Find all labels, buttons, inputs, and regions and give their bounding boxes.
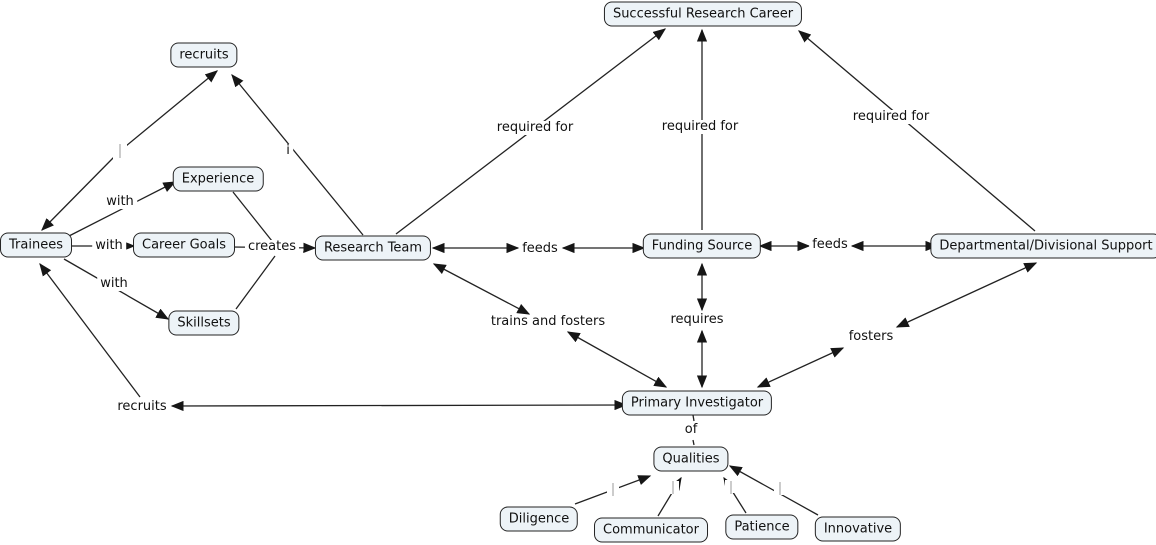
node-career-goals[interactable]: Career Goals xyxy=(133,232,235,258)
edge-label-of[interactable]: of xyxy=(681,423,701,437)
node-experience[interactable]: Experience xyxy=(172,166,264,192)
edge-pi-of-dash-a xyxy=(692,414,695,422)
node-successful-research-career[interactable]: Successful Research Career xyxy=(603,1,803,27)
node-funding-source[interactable]: Funding Source xyxy=(642,233,762,259)
node-departmental-divisional-support[interactable]: Departmental/Divisional Support xyxy=(930,233,1156,259)
edge-label-required-for-funding[interactable]: required for xyxy=(658,120,742,134)
edge-fosters-dept-line xyxy=(895,262,1038,328)
edge-label-with-skillsets[interactable]: with xyxy=(97,277,131,291)
edge-of-qualities-dash-b xyxy=(692,439,695,446)
edge-recruits-trainees-line xyxy=(39,262,141,398)
edge-label-required-for-dept[interactable]: required for xyxy=(849,110,933,124)
edge-label-trains-and-fosters[interactable]: trains and fosters xyxy=(487,315,609,329)
empty-label-ticks xyxy=(113,143,786,496)
node-skillsets[interactable]: Skillsets xyxy=(168,310,240,336)
edge-skillsets-creates-line xyxy=(235,255,276,310)
edge-research-team-recruits-line xyxy=(231,73,364,236)
edge-experience-creates-line xyxy=(232,191,273,242)
node-qualities[interactable]: Qualities xyxy=(653,446,729,472)
edge-trainees-recruits-segment-b xyxy=(125,70,219,147)
edge-primary-investigator-fosters-line xyxy=(756,347,845,388)
edge-label-i[interactable]: i xyxy=(283,144,293,158)
edge-label-with-experience[interactable]: with xyxy=(103,195,137,209)
edge-label-creates[interactable]: creates xyxy=(244,240,300,254)
edge-label-recruits-bottom[interactable]: recruits xyxy=(114,400,170,414)
node-communicator[interactable]: Communicator xyxy=(594,517,708,543)
node-research-team[interactable]: Research Team xyxy=(314,235,432,261)
edge-research-team-trains-line xyxy=(432,263,531,315)
node-trainees[interactable]: Trainees xyxy=(0,232,72,258)
edge-label-requires[interactable]: requires xyxy=(667,313,727,327)
edge-label-with-career-goals[interactable]: with xyxy=(92,239,126,253)
edge-label-fosters[interactable]: fosters xyxy=(845,330,897,344)
edge-primary-investigator-recruits-line xyxy=(170,399,628,412)
node-diligence[interactable]: Diligence xyxy=(499,506,579,532)
edge-trains-primary-investigator-line xyxy=(566,331,668,388)
edge-label-feeds-left[interactable]: feeds xyxy=(519,242,561,256)
edge-trainees-recruits-segment-a xyxy=(41,156,115,231)
edge-trainees-experience-line xyxy=(68,181,177,237)
node-patience[interactable]: Patience xyxy=(725,514,799,540)
node-innovative[interactable]: Innovative xyxy=(814,516,902,542)
node-recruits[interactable]: recruits xyxy=(170,42,238,68)
edge-label-required-for-research-team[interactable]: required for xyxy=(493,121,577,135)
edge-label-feeds-right[interactable]: feeds xyxy=(809,238,851,252)
edge-dept-src-line xyxy=(798,30,1036,232)
node-primary-investigator[interactable]: Primary Investigator xyxy=(621,390,773,416)
